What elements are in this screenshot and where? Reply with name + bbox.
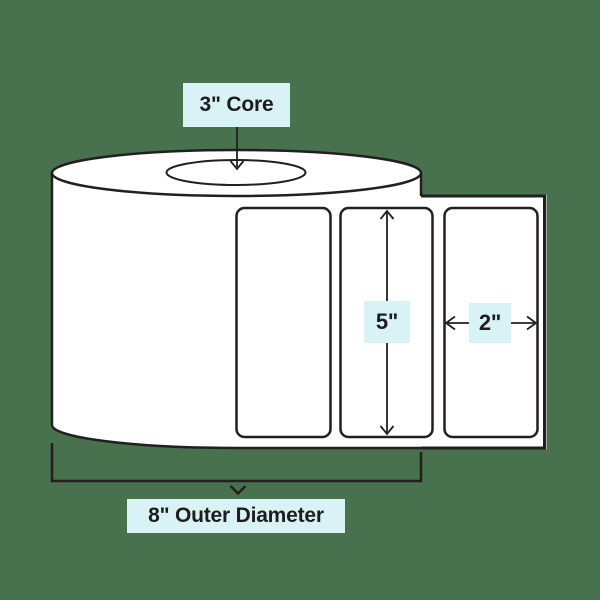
arrow-down-icon	[379, 425, 395, 436]
label-height-dimension-tag: 5"	[364, 301, 410, 343]
roll-body-outline	[50, 173, 423, 450]
liner-strip-border	[421, 194, 546, 450]
core-pointer-arrow	[229, 127, 245, 171]
outer-diameter-dimension-tag: 8" Outer Diameter	[127, 499, 345, 533]
core-dimension-tag: 3" Core	[183, 83, 290, 127]
arrow-down-icon	[229, 485, 247, 496]
arrow-down-icon	[229, 160, 245, 171]
roll-core-ellipse	[165, 159, 307, 186]
arrow-right-icon	[526, 315, 538, 331]
outer-diameter-bracket	[50, 443, 423, 496]
arrow-left-icon	[444, 315, 456, 331]
label-width-dimension-tag: 2"	[469, 303, 511, 343]
bracket-line	[50, 443, 423, 483]
arrow-up-icon	[379, 209, 395, 220]
label-rect-1	[235, 206, 332, 439]
